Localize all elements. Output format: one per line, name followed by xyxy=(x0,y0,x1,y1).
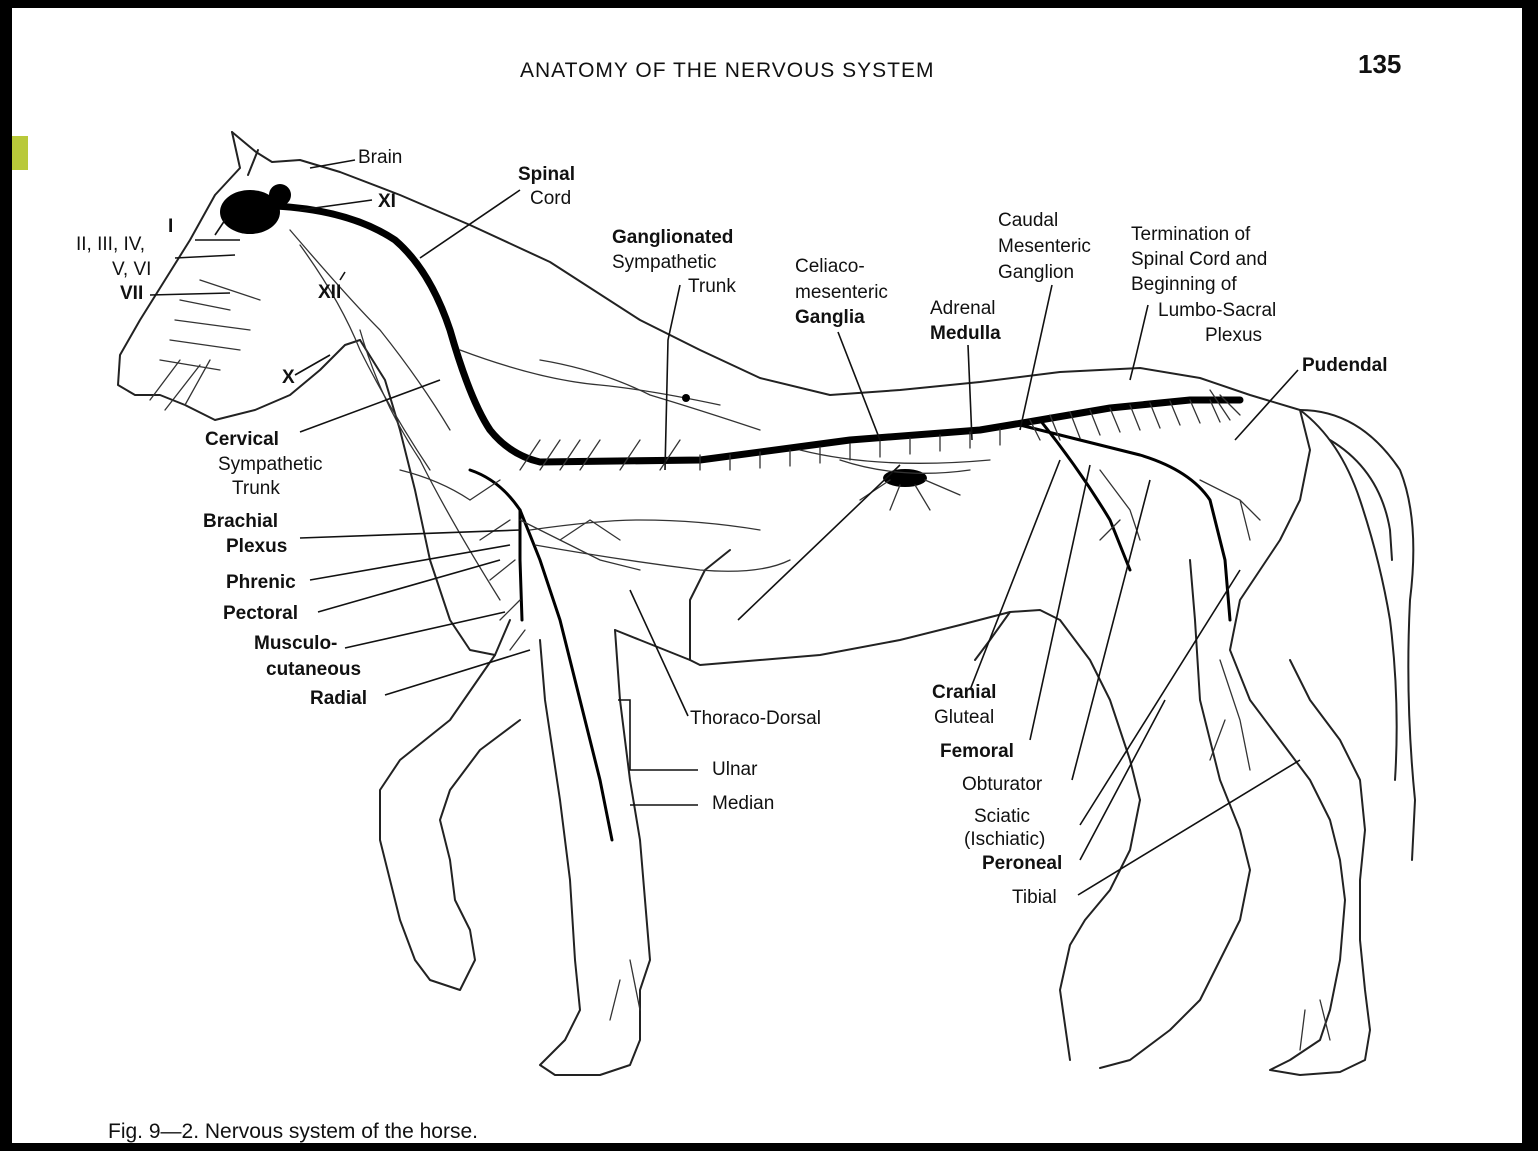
label-celiaco-3: Ganglia xyxy=(795,307,865,328)
label-caudal-1: Caudal xyxy=(998,210,1058,231)
label-ulnar: Ulnar xyxy=(712,759,758,780)
label-termination-2: Spinal Cord and xyxy=(1131,249,1267,270)
label-spinal-cord-2: Cord xyxy=(530,188,571,209)
label-celiaco-2: mesenteric xyxy=(795,282,888,303)
label-sciatic-2: (Ischiatic) xyxy=(964,829,1045,850)
label-femoral: Femoral xyxy=(940,741,1014,762)
face-details xyxy=(150,280,260,410)
label-adrenal-2: Medulla xyxy=(930,323,1001,344)
label-caudal-3: Ganglion xyxy=(998,262,1074,283)
figure-caption: Fig. 9—2. Nervous system of the horse. xyxy=(108,1120,478,1143)
label-cervical-1: Cervical xyxy=(205,429,279,450)
label-ganglionated-1: Ganglionated xyxy=(612,227,733,248)
label-musculo-2: cutaneous xyxy=(266,659,361,680)
label-pudendal: Pudendal xyxy=(1302,355,1388,376)
label-ganglionated-3: Trunk xyxy=(688,276,736,297)
label-nerve-vii: VII xyxy=(120,283,143,304)
label-cranial-2: Gluteal xyxy=(934,707,994,728)
label-radial: Radial xyxy=(310,688,367,709)
label-thoraco-dorsal: Thoraco-Dorsal xyxy=(690,708,821,729)
page-number: 135 xyxy=(1358,49,1401,79)
label-nerve-xii: XII xyxy=(318,282,341,303)
label-median: Median xyxy=(712,793,774,814)
label-nerve-xi: XI xyxy=(378,191,396,212)
label-obturator: Obturator xyxy=(962,774,1043,795)
label-nerve-i: I xyxy=(168,216,173,237)
label-termination-3: Beginning of xyxy=(1131,274,1237,295)
label-brain: Brain xyxy=(358,147,402,168)
label-ganglionated-2: Sympathetic xyxy=(612,252,717,273)
label-sciatic-1: Sciatic xyxy=(974,806,1030,827)
leader-lines xyxy=(150,160,1300,895)
diagram-labels: Brain Spinal Cord XI I II, III, IV, V, V… xyxy=(76,147,1388,908)
label-musculo-1: Musculo- xyxy=(254,633,337,654)
page-header: ANATOMY OF THE NERVOUS SYSTEM xyxy=(520,59,934,82)
label-cervical-3: Trunk xyxy=(232,478,280,499)
label-termination-4: Lumbo-Sacral xyxy=(1158,300,1276,321)
label-termination-5: Plexus xyxy=(1205,325,1262,346)
label-brachial-2: Plexus xyxy=(226,536,287,557)
label-cervical-2: Sympathetic xyxy=(218,454,323,475)
label-caudal-2: Mesenteric xyxy=(998,236,1091,257)
label-brachial-1: Brachial xyxy=(203,511,278,532)
label-nerve-ii-iv: II, III, IV, xyxy=(76,234,145,255)
label-pectoral: Pectoral xyxy=(223,603,298,624)
label-tibial: Tibial xyxy=(1012,887,1057,908)
label-termination-1: Termination of xyxy=(1131,224,1251,245)
label-spinal-cord-1: Spinal xyxy=(518,164,575,185)
label-phrenic: Phrenic xyxy=(226,572,296,593)
label-adrenal-1: Adrenal xyxy=(930,298,996,319)
label-nerve-v-vi: V, VI xyxy=(112,259,151,280)
label-peroneal: Peroneal xyxy=(982,853,1062,874)
label-nerve-x: X xyxy=(282,367,295,388)
label-cranial-1: Cranial xyxy=(932,682,996,703)
label-celiaco-1: Celiaco- xyxy=(795,256,865,277)
